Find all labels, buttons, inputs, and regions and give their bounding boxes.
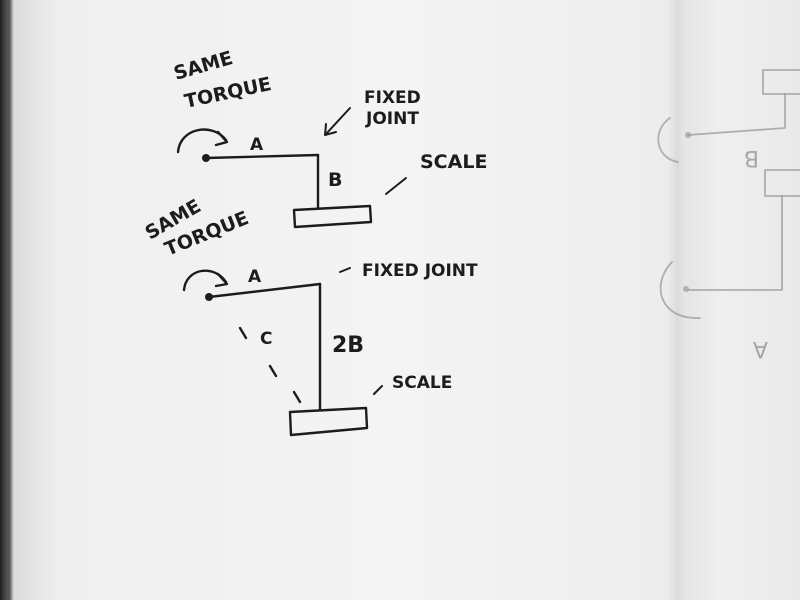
top-diagram: SAME TORQUE A B FIXED JOINT SCALE [171, 47, 487, 229]
top-scale-pointer [385, 177, 407, 195]
ghost-scale-box-upper [762, 69, 800, 95]
bleed-through-sketch: B A [657, 69, 800, 361]
ghost-pivot-lower [683, 286, 689, 292]
top-scale-label: SCALE [420, 151, 487, 173]
top-joint-label-line1: FIXED [364, 88, 421, 108]
top-joint-label-line2: JOINT [365, 109, 419, 129]
ghost-torque-arrow-lower [659, 261, 701, 319]
ghost-label-upper: B [744, 145, 759, 170]
bottom-joint-dash [339, 267, 351, 273]
top-joint-pointer [325, 107, 351, 135]
bottom-arm-label: A [248, 267, 262, 287]
bottom-torque-arrow [182, 269, 228, 292]
ghost-pivot-upper [685, 132, 691, 138]
bottom-scale-box [288, 406, 369, 437]
top-torque-arrowhead [214, 130, 229, 147]
ghost-scale-box-lower [764, 169, 800, 197]
bottom-joint-label: FIXED JOINT [362, 261, 478, 281]
ghost-label-lower: A [753, 336, 768, 361]
ghost-torque-arrow-upper [657, 117, 679, 163]
paper-fold [668, 0, 686, 600]
top-scale-box [292, 204, 373, 229]
top-arm-label: A [250, 135, 264, 155]
ghost-arm-lower [687, 195, 783, 291]
top-vertical-label: B [328, 169, 342, 191]
bottom-diagonal-label: C [260, 329, 272, 349]
top-arm-a [204, 153, 320, 160]
bottom-arm-a [207, 282, 322, 299]
top-torque-label-line1: SAME [171, 47, 235, 85]
top-joint-arrowhead [324, 123, 337, 136]
bottom-scale-dash [373, 385, 383, 395]
bottom-diagram: SAME TORQUE A C 2B FIXED JOINT SCALE [142, 195, 478, 437]
bottom-scale-label: SCALE [392, 373, 452, 393]
bottom-torque-arrowhead [214, 272, 229, 288]
bottom-vertical-label: 2B [332, 333, 364, 358]
bottom-diagonal-c [238, 326, 302, 404]
ghost-arm-upper [687, 93, 786, 136]
page-edge-shadow [0, 0, 12, 600]
